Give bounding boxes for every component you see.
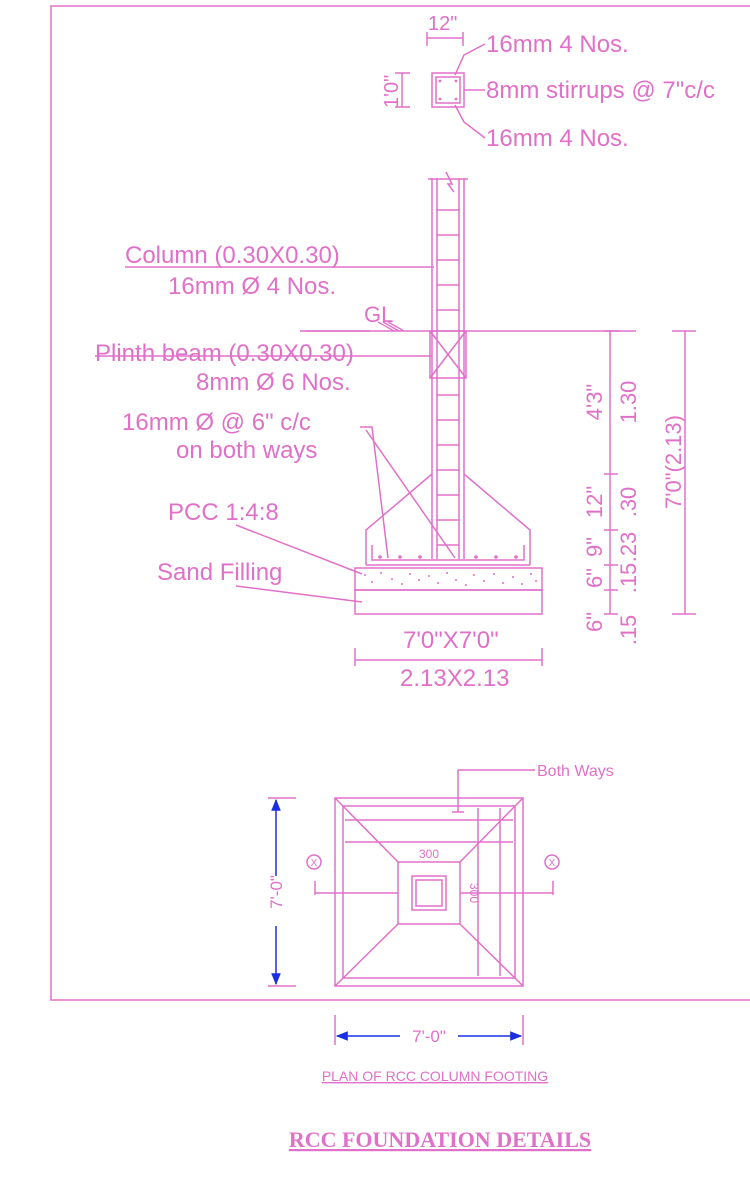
dim-9-m: .23 xyxy=(616,532,641,563)
column-section xyxy=(395,32,486,139)
plan-width-dim: 7'-0" xyxy=(412,1027,446,1046)
footing-plan xyxy=(268,769,560,1045)
section-width-label: 12" xyxy=(428,13,457,35)
plinth-bars-label: 8mm Ø 6 Nos. xyxy=(196,369,351,396)
dim-6a-m: .15 xyxy=(616,563,641,594)
plan-title: PLAN OF RCC COLUMN FOOTING xyxy=(322,1068,548,1084)
section-depth-label: 1'0" xyxy=(381,75,403,108)
sheet-border xyxy=(50,5,750,1001)
dim-12: 12" xyxy=(582,486,607,518)
plan-col-depth: 300 xyxy=(467,883,481,903)
footing-elevation xyxy=(95,171,696,666)
plinth-beam-label: Plinth beam (0.30X0.30) xyxy=(95,340,354,367)
column-label: Column (0.30X0.30) xyxy=(125,242,340,269)
section-mark-right: X xyxy=(549,858,556,869)
total-depth-label: 7'0"(2.13) xyxy=(661,415,686,509)
section-bottom-bars: 16mm 4 Nos. xyxy=(486,125,629,152)
plan-height-dim: 7'-0" xyxy=(267,875,286,909)
dim-6b-m: .15 xyxy=(616,615,641,646)
footing-size-imperial: 7'0"X7'0" xyxy=(403,627,499,654)
dim-above-gl: 4'3" xyxy=(582,384,607,420)
section-mark-left: X xyxy=(311,858,318,869)
pcc-label: PCC 1:4:8 xyxy=(168,499,279,526)
sand-filling-label: Sand Filling xyxy=(157,559,282,586)
dim-9: 9" xyxy=(582,537,607,557)
footing-bars-label: 16mm Ø @ 6" c/c xyxy=(122,409,311,436)
section-top-bars: 16mm 4 Nos. xyxy=(486,31,629,58)
dim-6a: 6" xyxy=(582,568,607,588)
dim-12-m: .30 xyxy=(616,487,641,518)
footing-size-metric: 2.13X2.13 xyxy=(400,665,509,692)
footing-bars-note: on both ways xyxy=(176,437,317,464)
both-ways-label: Both Ways xyxy=(537,763,614,780)
drawing-title: RCC FOUNDATION DETAILS xyxy=(289,1127,591,1152)
ground-level-label: GL xyxy=(364,302,393,327)
section-stirrups: 8mm stirrups @ 7"c/c xyxy=(486,77,715,104)
dim-6b: 6" xyxy=(582,612,607,632)
column-bars-label: 16mm Ø 4 Nos. xyxy=(168,273,336,300)
plan-col-width: 300 xyxy=(419,847,439,861)
dim-above-gl-m: 1.30 xyxy=(616,381,641,424)
